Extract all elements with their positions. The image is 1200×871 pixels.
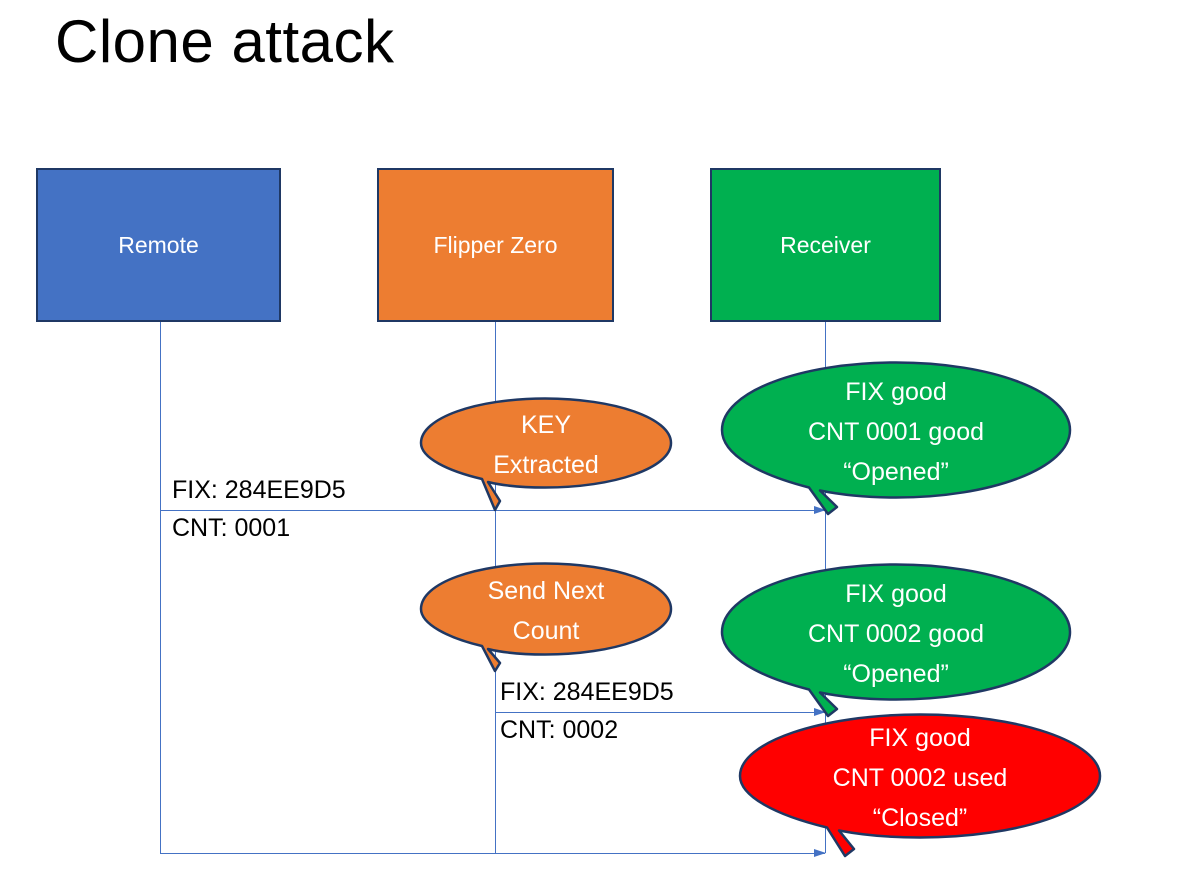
message-arrow-3 — [160, 849, 826, 857]
lifeline-remote — [160, 322, 161, 853]
callout-receiver-cnt-0002-good[interactable]: FIX good CNT 0002 good “Opened” — [720, 563, 1072, 718]
actor-label-flipper: Flipper Zero — [433, 232, 558, 258]
actor-box-receiver[interactable]: Receiver — [710, 168, 941, 322]
callout-shape-send-next-count — [419, 562, 673, 673]
actor-box-remote[interactable]: Remote — [36, 168, 281, 322]
message-arrow-1 — [160, 506, 826, 514]
callout-send-next-count[interactable]: Send Next Count — [419, 562, 673, 673]
callout-shape-receiver-cnt-0001-good — [720, 361, 1072, 516]
callout-shape-key-extracted — [419, 397, 673, 512]
actor-label-remote: Remote — [118, 232, 199, 258]
callout-receiver-cnt-0002-used[interactable]: FIX good CNT 0002 used “Closed” — [738, 713, 1102, 858]
actor-box-flipper[interactable]: Flipper Zero — [377, 168, 614, 322]
actor-label-receiver: Receiver — [780, 232, 871, 258]
page-title: Clone attack — [55, 8, 395, 75]
message-2-fix-label: FIX: 284EE9D5 — [500, 678, 674, 706]
message-1-fix-label: FIX: 284EE9D5 — [172, 476, 346, 504]
callout-receiver-cnt-0001-good[interactable]: FIX good CNT 0001 good “Opened” — [720, 361, 1072, 516]
message-arrow-2 — [495, 708, 826, 716]
callout-key-extracted[interactable]: KEY Extracted — [419, 397, 673, 514]
message-2-cnt-label: CNT: 0002 — [500, 716, 619, 744]
callout-shape-receiver-cnt-0002-used — [738, 713, 1102, 858]
message-1-cnt-label: CNT: 0001 — [172, 514, 291, 542]
callout-shape-receiver-cnt-0002-good — [720, 563, 1072, 718]
